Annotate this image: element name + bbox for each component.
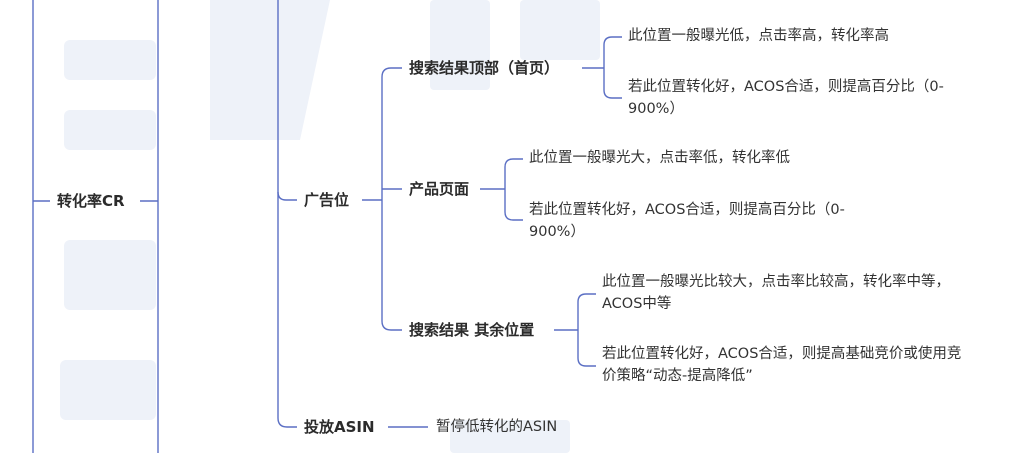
search-top-leaf1-line bbox=[603, 36, 622, 68]
node-ad-position[interactable]: 广告位 bbox=[304, 191, 350, 209]
leaf-search-top-2[interactable]: 若此位置转化好，ACOS合适，则提高百分比（0- 900%） bbox=[628, 76, 944, 120]
leaf-text-line2: 900%） bbox=[628, 101, 684, 117]
product-page-leaf2-line bbox=[504, 189, 523, 221]
search-top-leaf2-line bbox=[603, 68, 622, 99]
leaf-text-line2: 价策略“动态-提高降低” bbox=[602, 368, 753, 384]
leaf-target-asin-1[interactable]: 暂停低转化的ASIN bbox=[436, 416, 557, 438]
node-search-rest[interactable]: 搜索结果 其余位置 bbox=[409, 321, 535, 339]
search-top-connector bbox=[381, 67, 402, 200]
leaf-text-line1: 若此位置转化好，ACOS合适，则提高基础竞价或使用竞 bbox=[602, 346, 962, 362]
search-rest-leaf1-line bbox=[577, 293, 596, 330]
leaf-product-page-1[interactable]: 此位置一般曝光大，点击率低，转化率低 bbox=[529, 147, 790, 169]
leaf-text: 暂停低转化的ASIN bbox=[436, 419, 558, 435]
leaf-text: 此位置一般曝光大，点击率低，转化率低 bbox=[529, 150, 790, 166]
product-page-leaf1-line bbox=[504, 158, 523, 189]
node-target-asin[interactable]: 投放ASIN bbox=[304, 418, 375, 436]
node-search-top[interactable]: 搜索结果顶部（首页） bbox=[409, 59, 560, 77]
leaf-product-page-2[interactable]: 若此位置转化好，ACOS合适，则提高百分比（0- 900%） bbox=[529, 199, 845, 243]
search-rest-leaf2-line bbox=[577, 330, 596, 367]
leaf-search-rest-1[interactable]: 此位置一般曝光比较大，点击率比较高，转化率中等， ACOS中等 bbox=[602, 271, 950, 315]
leaf-text-line1: 若此位置转化好，ACOS合适，则提高百分比（0- bbox=[529, 202, 845, 218]
leaf-text-line1: 若此位置转化好，ACOS合适，则提高百分比（0- bbox=[628, 79, 944, 95]
leaf-text-line1: 此位置一般曝光比较大，点击率比较高，转化率中等， bbox=[602, 274, 950, 290]
search-rest-connector bbox=[381, 200, 402, 331]
leaf-search-rest-2[interactable]: 若此位置转化好，ACOS合适，则提高基础竞价或使用竞 价策略“动态-提高降低” bbox=[602, 343, 961, 387]
node-root[interactable]: 转化率CR bbox=[57, 192, 125, 210]
node-product-page[interactable]: 产品页面 bbox=[409, 180, 470, 198]
target-asin-connector bbox=[277, 192, 297, 428]
ad-position-connector bbox=[277, 0, 297, 201]
leaf-text-line2: 900%） bbox=[529, 224, 585, 240]
leaf-text-line2: ACOS中等 bbox=[602, 296, 672, 312]
leaf-search-top-1[interactable]: 此位置一般曝光低，点击率高，转化率高 bbox=[628, 25, 889, 47]
leaf-text: 此位置一般曝光低，点击率高，转化率高 bbox=[628, 28, 889, 44]
